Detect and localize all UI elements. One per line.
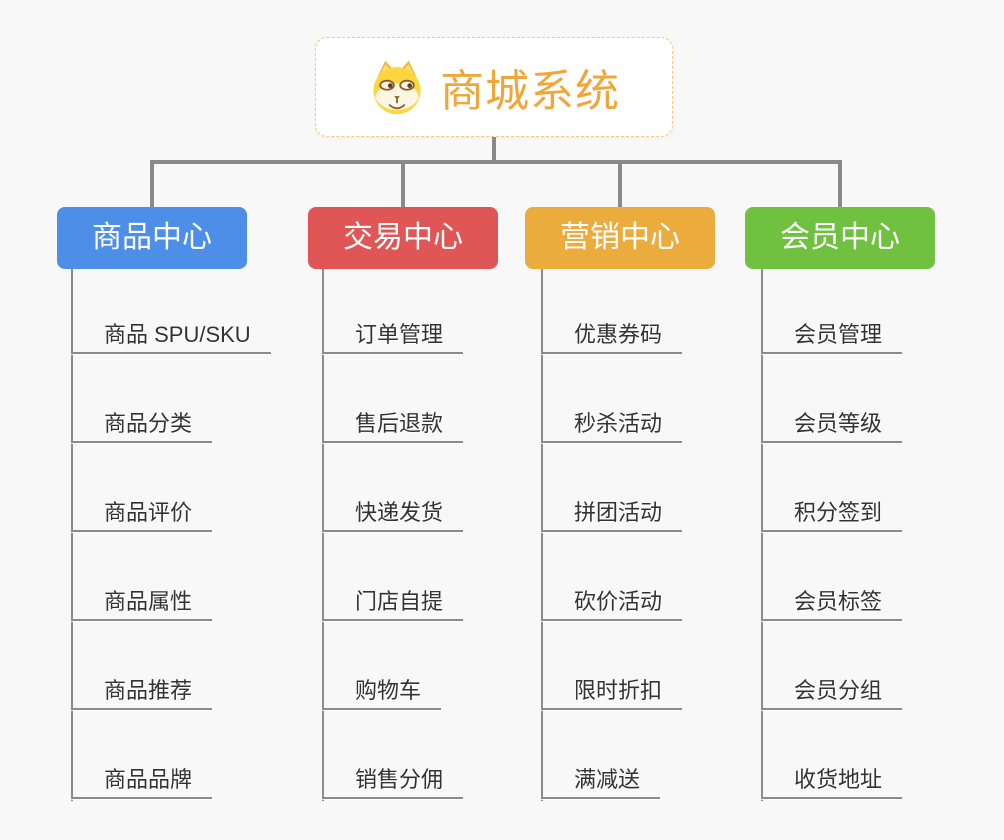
leaf-node[interactable]: 门店自提 <box>322 585 464 621</box>
leaf-node[interactable]: 秒杀活动 <box>541 407 683 443</box>
branch-trunk-product-center <box>71 269 73 801</box>
branch-trunk-trade-center <box>322 269 324 801</box>
leaf-node[interactable]: 会员标签 <box>761 585 903 621</box>
leaf-node[interactable]: 积分签到 <box>761 496 903 532</box>
branch-trunk-member-center <box>761 269 763 801</box>
connector-stub-branch-4 <box>838 160 842 207</box>
connector-main-horizontal <box>150 160 842 164</box>
leaf-node[interactable]: 会员管理 <box>761 318 903 354</box>
leaf-node[interactable]: 商品推荐 <box>71 674 213 710</box>
branch-node-trade-center[interactable]: 交易中心 <box>308 207 498 269</box>
leaf-node[interactable]: 售后退款 <box>322 407 464 443</box>
leaf-node[interactable]: 快递发货 <box>322 496 464 532</box>
leaf-node[interactable]: 订单管理 <box>322 318 464 354</box>
branch-node-product-center[interactable]: 商品中心 <box>57 207 247 269</box>
connector-stub-branch-3 <box>618 160 622 207</box>
leaf-node[interactable]: 购物车 <box>322 674 442 710</box>
leaf-node[interactable]: 砍价活动 <box>541 585 683 621</box>
branch-node-member-center[interactable]: 会员中心 <box>745 207 935 269</box>
leaf-node[interactable]: 会员等级 <box>761 407 903 443</box>
dog-face-icon <box>373 60 421 115</box>
leaf-node[interactable]: 拼团活动 <box>541 496 683 532</box>
leaf-node[interactable]: 商品属性 <box>71 585 213 621</box>
leaf-node[interactable]: 满减送 <box>541 763 661 799</box>
branch-trunk-marketing-center <box>541 269 543 801</box>
leaf-node[interactable]: 商品评价 <box>71 496 213 532</box>
connector-stub-branch-1 <box>150 160 154 207</box>
connector-stub-branch-2 <box>401 160 405 207</box>
leaf-node[interactable]: 优惠券码 <box>541 318 683 354</box>
leaf-node[interactable]: 商品品牌 <box>71 763 213 799</box>
leaf-node[interactable]: 商品分类 <box>71 407 213 443</box>
leaf-node[interactable]: 会员分组 <box>761 674 903 710</box>
leaf-node[interactable]: 销售分佣 <box>322 763 464 799</box>
branch-node-marketing-center[interactable]: 营销中心 <box>525 207 715 269</box>
connector-root-stub <box>492 137 496 164</box>
root-node[interactable]: 商城系统 <box>315 37 673 137</box>
leaf-node[interactable]: 收货地址 <box>761 763 903 799</box>
root-title: 商城系统 <box>440 67 620 116</box>
leaf-node[interactable]: 限时折扣 <box>541 674 683 710</box>
leaf-node[interactable]: 商品 SPU/SKU <box>71 318 271 354</box>
